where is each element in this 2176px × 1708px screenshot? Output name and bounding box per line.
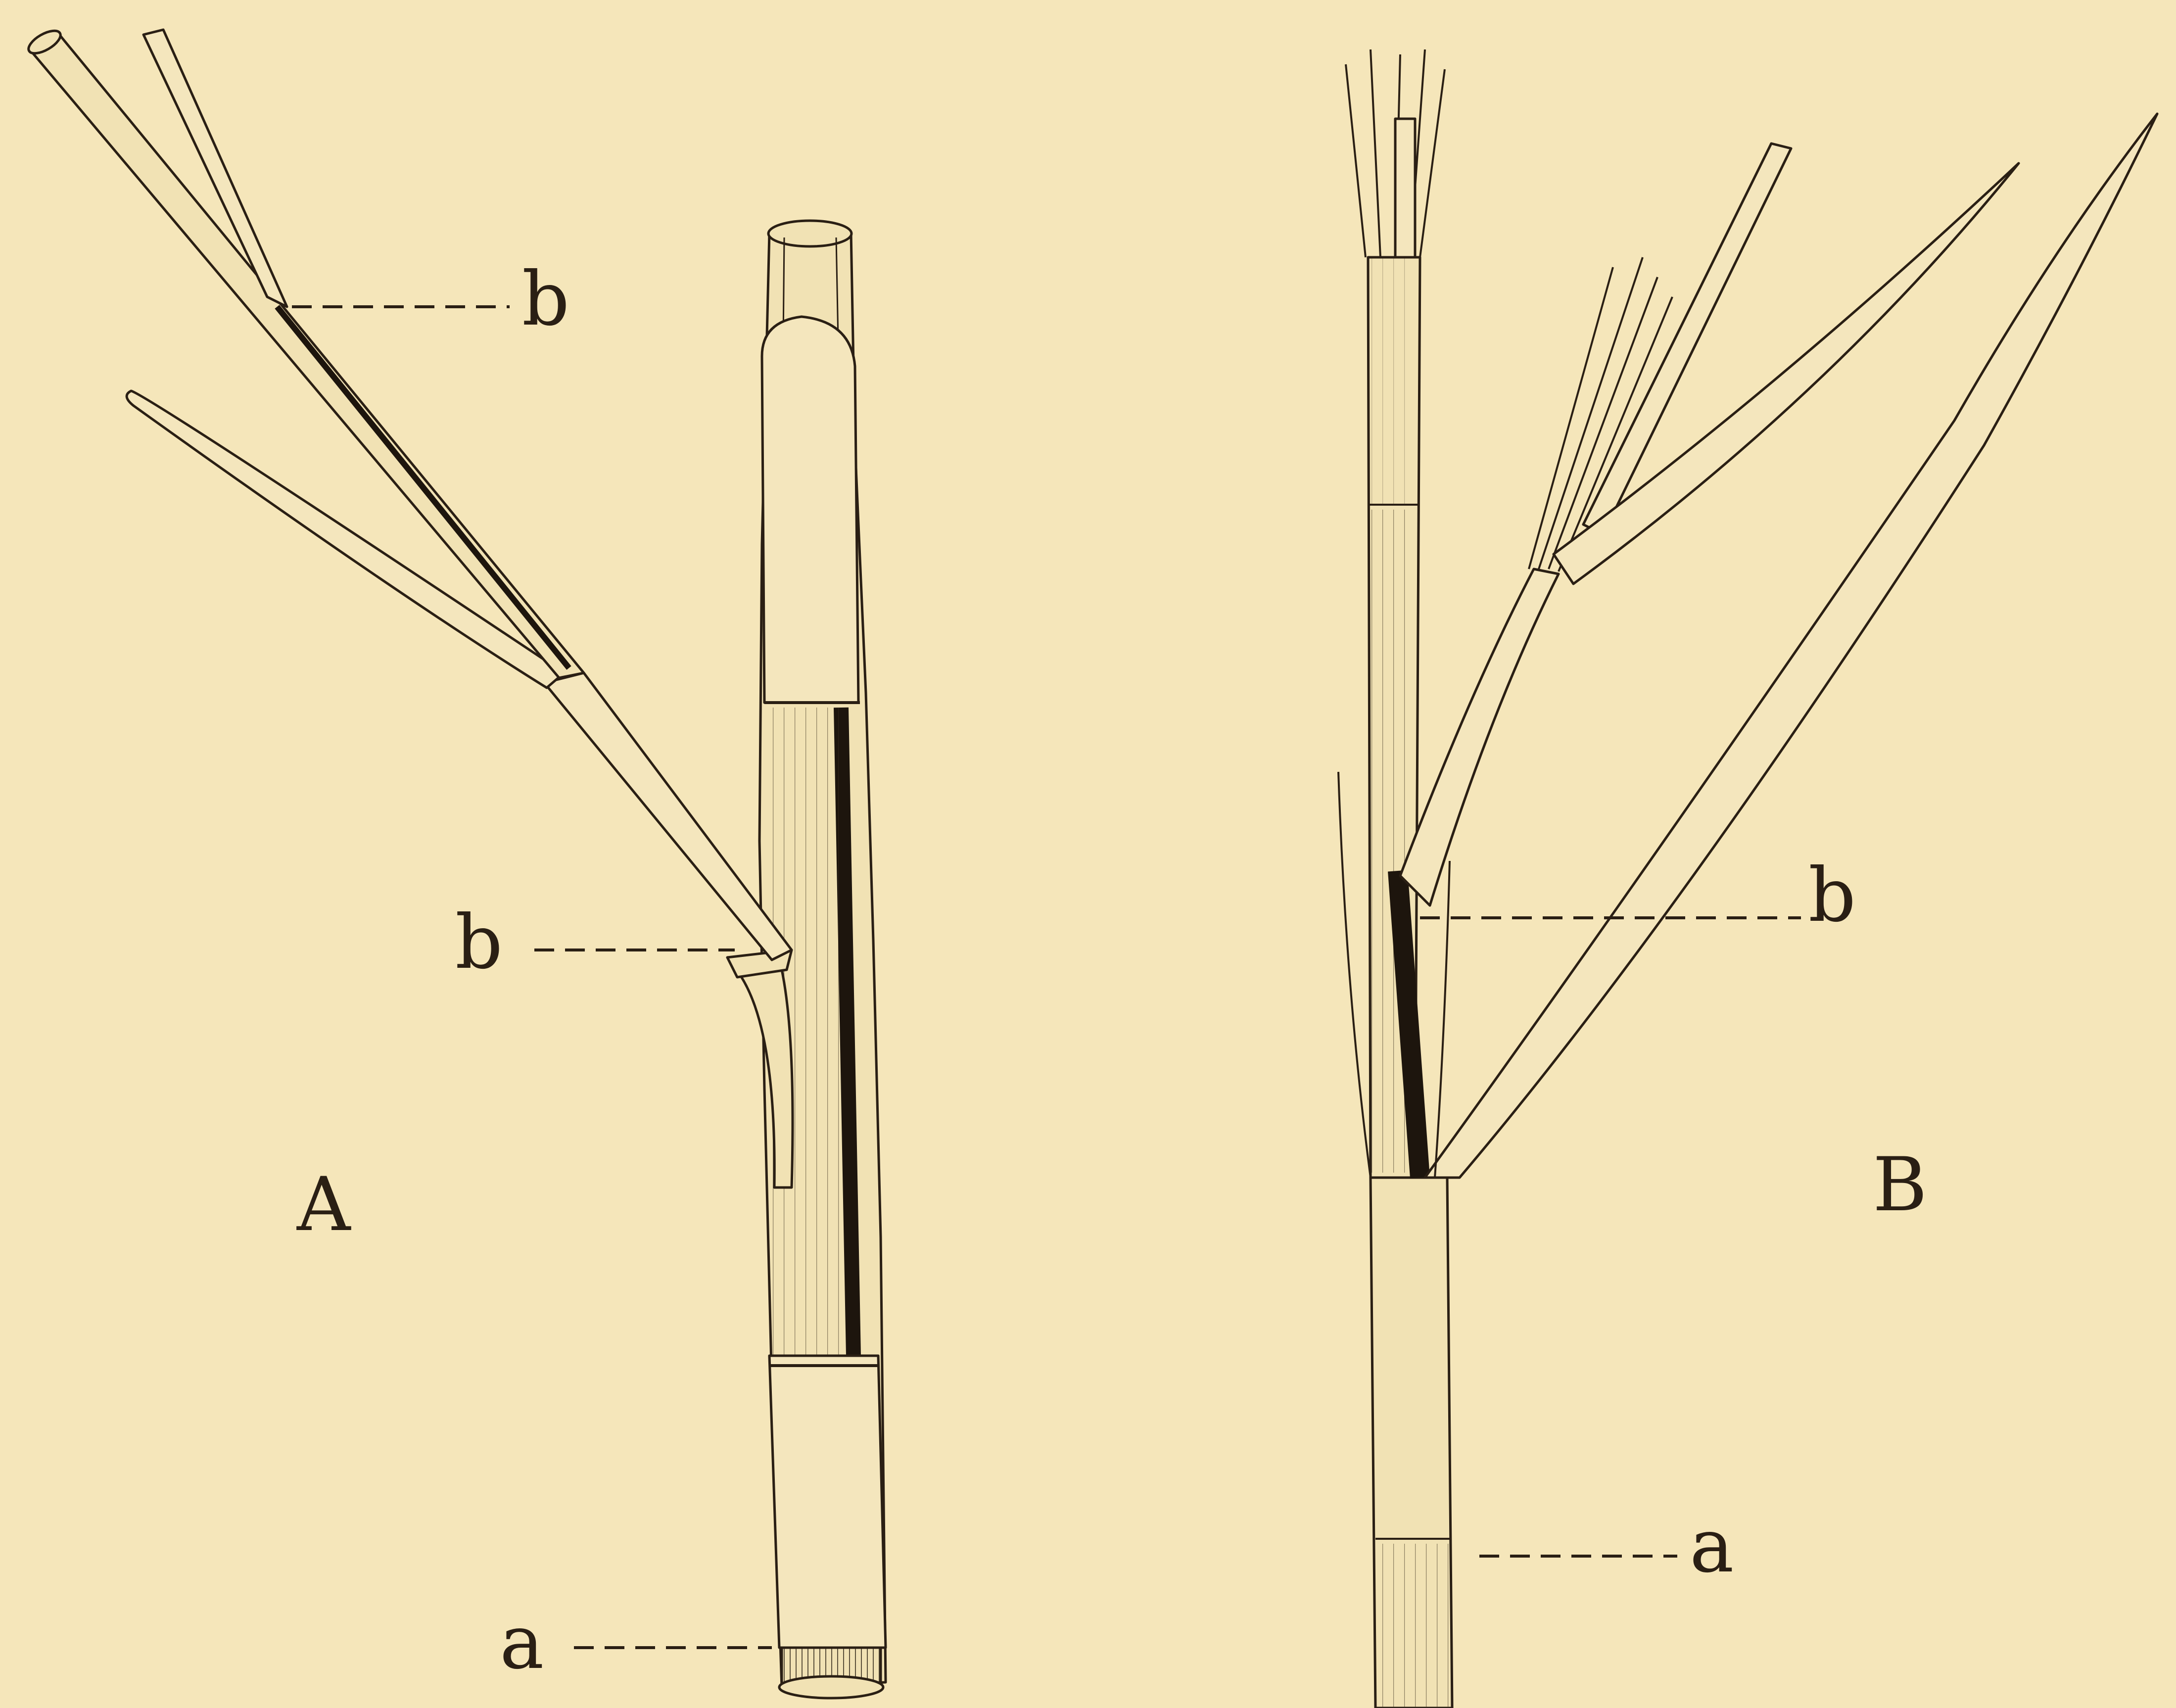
- figure-a-side-branch: [732, 950, 793, 1187]
- figure-b-long-leaf: [1425, 114, 2157, 1178]
- figure-b-label: B: [1873, 1148, 1927, 1222]
- figure-a-branch-sheath: [544, 673, 792, 960]
- figure-a-b-upper-label: b: [522, 262, 569, 336]
- figure-b-drawing: [1338, 49, 2157, 1708]
- figure-a-leaf-blade: [127, 391, 564, 688]
- figure-b-branch: [1400, 569, 1559, 905]
- figure-a-lower-sheath: [769, 1356, 886, 1648]
- figure-b-a-label: a: [1690, 1509, 1734, 1583]
- figure-a-b-lower-label: b: [455, 905, 503, 980]
- figure-a-stem-top: [768, 221, 851, 246]
- figure-b-b-label: b: [1808, 858, 1856, 933]
- figure-a-upper-sheath: [762, 317, 858, 703]
- figure-a-drawing: [25, 26, 886, 1698]
- figure-a-a-label: a: [500, 1606, 544, 1680]
- figure-a-stem-bottom: [779, 1676, 883, 1698]
- figure-b-curved-leaf: [1554, 163, 2019, 584]
- figure-a-label: A: [297, 1168, 350, 1242]
